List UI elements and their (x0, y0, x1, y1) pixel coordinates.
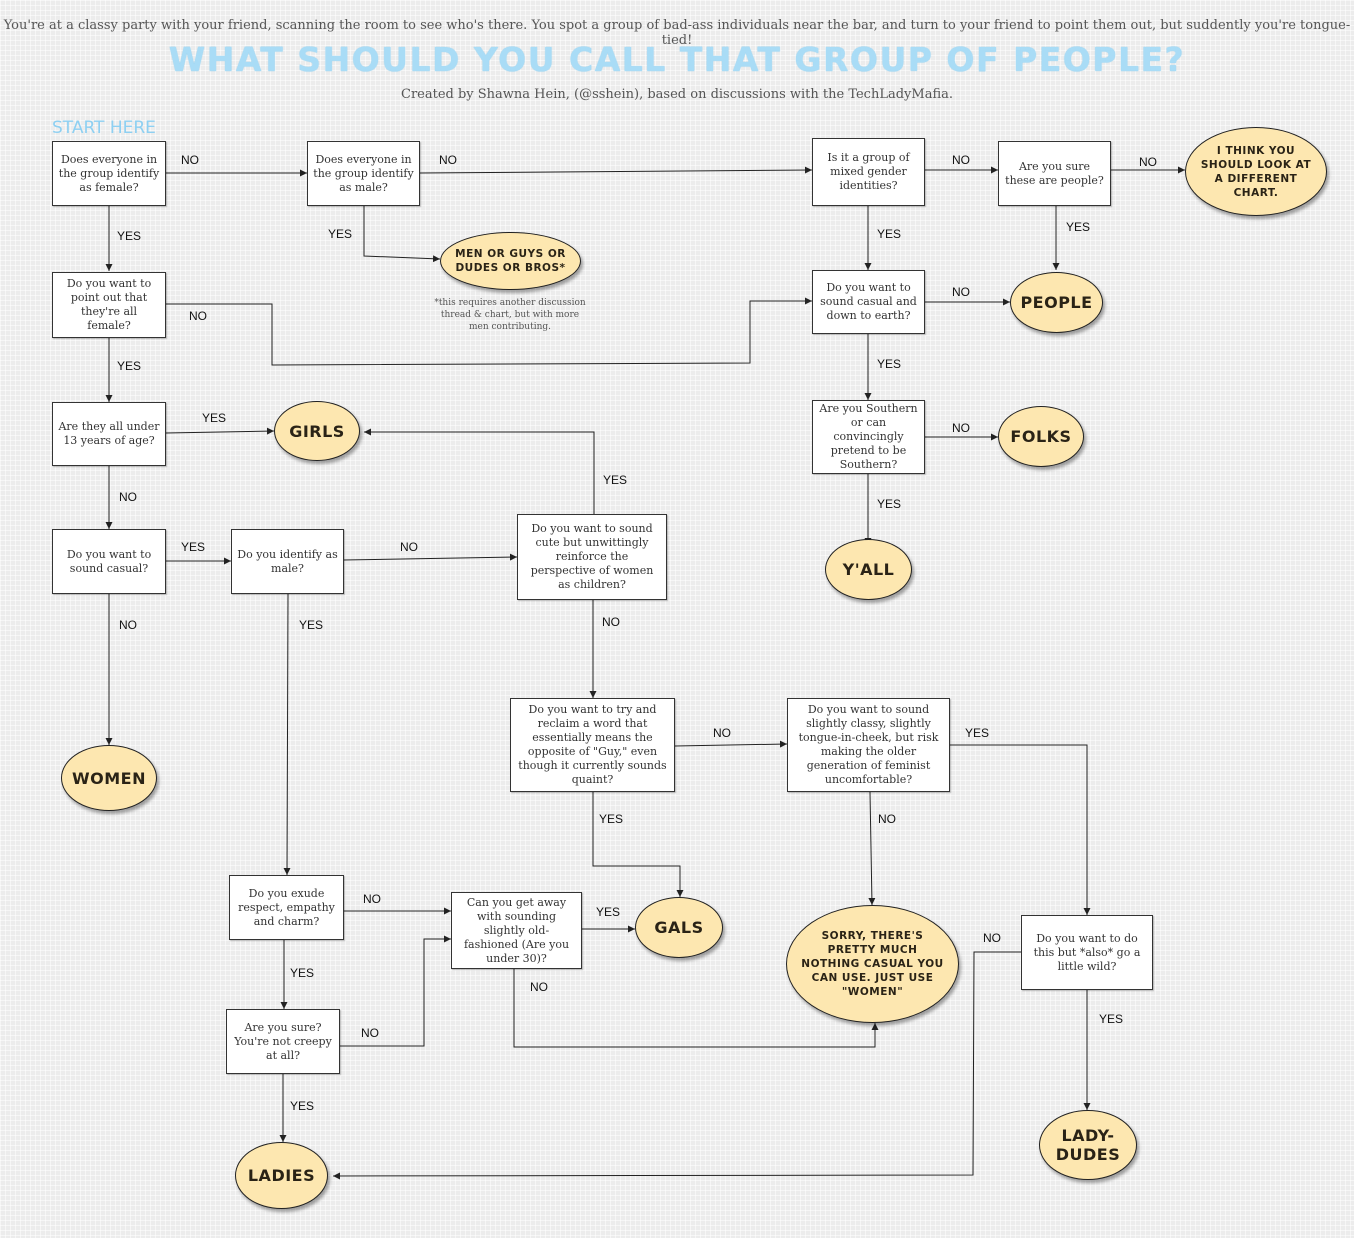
question-old-fashioned: Can you get away with sounding slightly … (451, 892, 582, 969)
answer-girls: GIRLS (274, 401, 360, 461)
answer-folks: FOLKS (998, 406, 1084, 467)
question-mixed-gender: Is it a group of mixed gender identities… (812, 138, 925, 206)
question-point-out-female: Do you want to point out that they're al… (52, 272, 166, 338)
label-no: NO (189, 309, 207, 323)
question-all-male: Does everyone in the group identify as m… (307, 141, 420, 206)
question-sound-casual: Do you want to sound casual? (52, 529, 166, 594)
edge-oldfash-no (513, 969, 879, 1048)
label-yes: YES (181, 540, 206, 554)
intro-text: You're at a classy party with your frien… (3, 18, 1351, 48)
label-yes: YES (1066, 220, 1091, 234)
label-yes: YES (117, 359, 142, 373)
label-no: NO (181, 153, 199, 167)
label-no: NO (119, 490, 137, 504)
label-yes: YES (299, 618, 324, 632)
question-are-people: Are you sure these are people? (998, 141, 1111, 206)
label-no: NO (363, 892, 381, 906)
label-yes: YES (877, 227, 902, 241)
label-yes: YES (596, 905, 621, 919)
question-go-wild: Do you want to do this but *also* go a l… (1021, 915, 1153, 990)
label-yes: YES (965, 726, 990, 740)
question-casual-down-to-earth: Do you want to sound casual and down to … (812, 270, 925, 334)
question-respect-empathy: Do you exude respect, empathy and charm? (229, 875, 344, 940)
label-yes: YES (328, 227, 353, 241)
question-identify-male: Do you identify as male? (231, 529, 344, 594)
edge-point-no (166, 297, 812, 366)
question-slightly-classy: Do you want to sound slightly classy, sl… (787, 698, 950, 792)
label-no: NO (952, 153, 970, 167)
credit-line: Created by Shawna Hein, (@sshein), based… (401, 87, 953, 102)
label-no: NO (983, 931, 1001, 945)
label-yes: YES (877, 497, 902, 511)
label-no: NO (361, 1026, 379, 1040)
answer-sorry-use-women: SORRY, THERE'S PRETTY MUCH NOTHING CASUA… (786, 905, 959, 1023)
label-no: NO (400, 540, 418, 554)
label-no: NO (952, 421, 970, 435)
label-no: NO (952, 285, 970, 299)
answer-gals: GALS (635, 897, 723, 958)
edge-reclaim-yes (592, 792, 684, 897)
label-yes: YES (290, 1099, 315, 1113)
question-reclaim-word: Do you want to try and reclaim a word th… (510, 698, 675, 792)
label-yes: YES (877, 357, 902, 371)
label-no: NO (119, 618, 137, 632)
footnote: *this requires another discussion thread… (434, 298, 586, 332)
start-here-label: START HERE (52, 118, 156, 138)
label-no: NO (439, 153, 457, 167)
edge-wild-no (332, 951, 1021, 1180)
edge-under13-yes (165, 427, 275, 435)
edge-identmale-yes (283, 593, 291, 876)
edge-male-yes (363, 206, 441, 263)
answer-yall: Y'ALL (825, 539, 912, 600)
question-not-creepy: Are you sure? You're not creepy at all? (226, 1009, 340, 1074)
answer-men-guys: MEN OR GUYS OR DUDES OR BROS* (440, 232, 581, 290)
answer-lady-dudes: LADY-DUDES (1039, 1110, 1137, 1180)
label-no: NO (530, 980, 548, 994)
edge-identmale-no (343, 553, 518, 561)
label-yes: YES (1099, 1012, 1124, 1026)
edge-male-no (419, 166, 813, 174)
edge-classy-no (868, 791, 876, 906)
label-yes: YES (202, 411, 227, 425)
label-no: NO (602, 615, 620, 629)
question-sound-cute: Do you want to sound cute but unwittingl… (517, 514, 667, 600)
label-no: NO (1139, 155, 1157, 169)
edge-cute-yes (364, 428, 595, 514)
label-yes: YES (599, 812, 624, 826)
answer-ladies: LADIES (235, 1142, 328, 1209)
edge-sure-no (340, 935, 451, 1047)
label-no: NO (878, 812, 896, 826)
edge-reclaim-no (674, 740, 788, 748)
label-yes: YES (117, 229, 142, 243)
label-no: NO (713, 726, 731, 740)
edge-classy-yes (950, 744, 1091, 915)
question-under-13: Are they all under 13 years of age? (52, 402, 166, 466)
question-southern: Are you Southern or can convincingly pre… (812, 400, 925, 474)
answer-people: PEOPLE (1010, 272, 1103, 333)
answer-women: WOMEN (61, 745, 157, 811)
label-yes: YES (603, 473, 628, 487)
chart-title: WHAT SHOULD YOU CALL THAT GROUP OF PEOPL… (168, 40, 1186, 79)
label-yes: YES (290, 966, 315, 980)
question-all-female: Does everyone in the group identify as f… (52, 141, 166, 206)
answer-different-chart: I THINK YOU SHOULD LOOK AT A DIFFERENT C… (1185, 127, 1327, 216)
